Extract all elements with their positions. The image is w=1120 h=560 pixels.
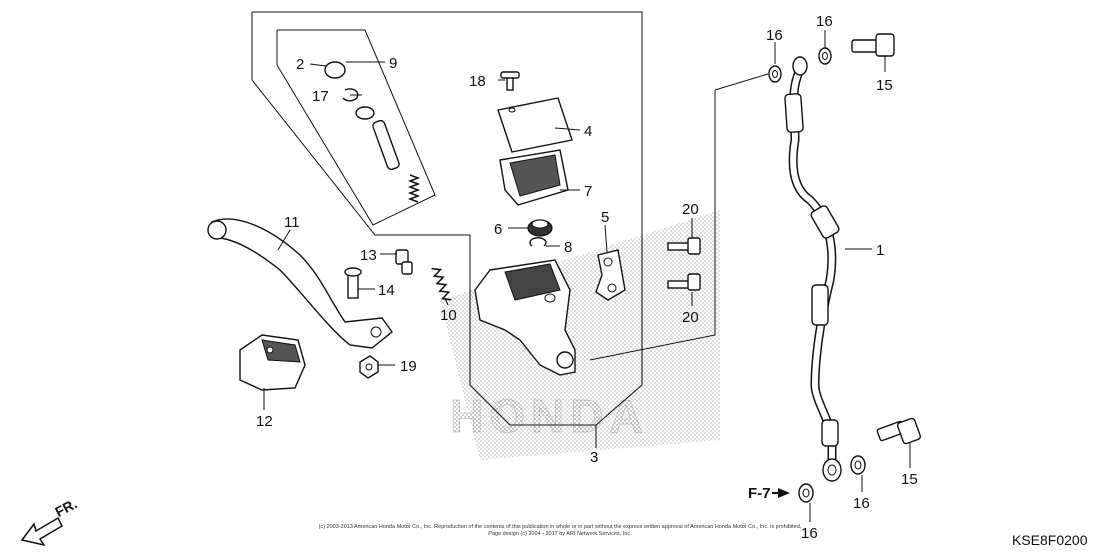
watermark-text: HONDA (450, 390, 649, 442)
callout-6: 6 (494, 221, 502, 238)
sealing-washer (768, 47, 866, 503)
callout-2: 2 (296, 56, 304, 73)
reference-arrow: F-7 (748, 485, 790, 502)
copyright-line-1: (c) 2003-2013 American Honda Motor Co., … (319, 524, 802, 530)
callout-9: 9 (389, 55, 397, 72)
callout-20-b: 20 (682, 309, 699, 326)
callout-15-bottom: 15 (901, 471, 918, 488)
lever-cover (239, 334, 306, 391)
callout-15-top: 15 (876, 77, 893, 94)
holder-bolt (667, 237, 701, 291)
callout-16-c: 16 (853, 495, 870, 512)
callout-19: 19 (400, 358, 417, 375)
boot (527, 219, 553, 247)
lever-hardware (344, 249, 452, 379)
callout-12: 12 (256, 413, 273, 430)
callout-7: 7 (584, 183, 592, 200)
holder (595, 249, 626, 301)
callout-11: 11 (284, 214, 300, 231)
brake-hose (784, 56, 842, 482)
front-direction-label: FR. (52, 495, 79, 520)
reservoir-cap (497, 71, 573, 206)
callout-labels: 1 2 3 4 5 6 7 8 9 10 11 12 13 14 15 15 1… (256, 13, 918, 542)
diagram-code: KSE8F0200 (1012, 532, 1088, 548)
copyright-line-2: Page design (c) 2004 - 2017 by ARI Netwo… (488, 531, 632, 537)
callout-16-d: 16 (801, 525, 818, 542)
front-direction-arrow: FR. (20, 495, 80, 547)
master-cylinder-body (474, 259, 576, 376)
piston-assembly (324, 61, 421, 203)
watermark: HONDA (440, 210, 720, 460)
brake-lever (207, 218, 393, 349)
reference-label: F-7 (748, 485, 771, 502)
leader-lines (263, 30, 911, 522)
callout-4: 4 (584, 123, 592, 140)
callout-1: 1 (876, 242, 884, 259)
callout-5: 5 (601, 209, 609, 226)
callout-20-a: 20 (682, 201, 699, 218)
callout-13: 13 (360, 247, 377, 264)
callout-8: 8 (564, 239, 572, 256)
callout-10: 10 (440, 307, 457, 324)
callout-14: 14 (378, 282, 395, 299)
callout-3: 3 (590, 449, 598, 466)
callout-16-b: 16 (816, 13, 833, 30)
oil-bolt (851, 33, 922, 445)
assembly-frame (251, 11, 769, 426)
callout-17: 17 (312, 88, 329, 105)
callout-18: 18 (469, 73, 486, 90)
callout-16-a: 16 (766, 27, 783, 44)
